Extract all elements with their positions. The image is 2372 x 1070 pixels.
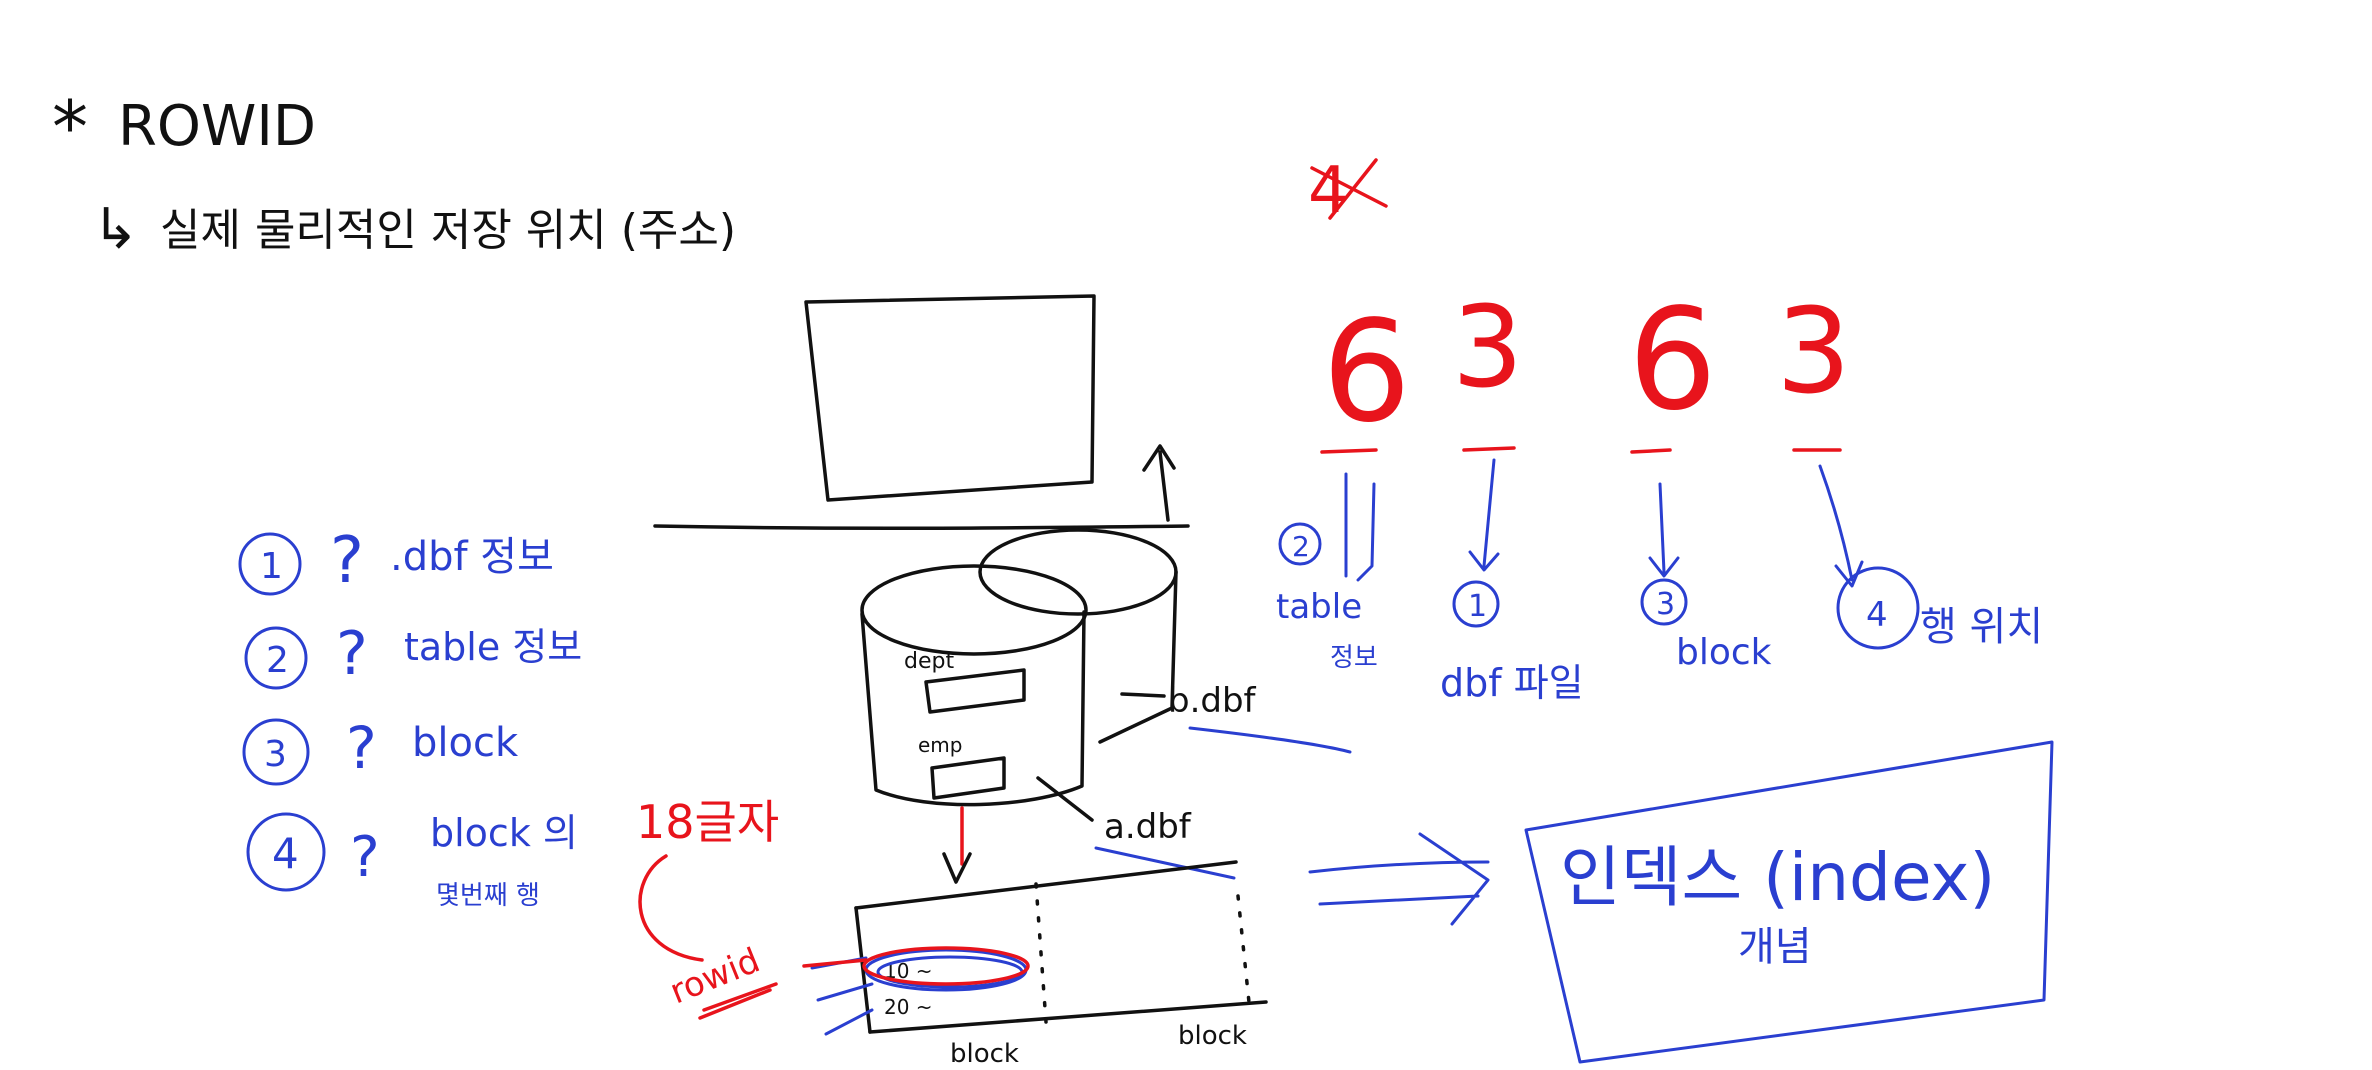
index-box-sub: 개념 — [1738, 924, 1812, 970]
red-digit-4: 3 — [1776, 282, 1851, 420]
rowid-label: rowid — [664, 940, 765, 1012]
legend-item-1-num: 1 — [260, 546, 283, 587]
red-digit-1: 6 — [1322, 291, 1411, 454]
back-cylinder-side — [1098, 570, 1178, 744]
legend-num-circle — [244, 626, 308, 690]
meaning-arrow-4 — [1818, 464, 1864, 588]
subtitle: ↳ 실제 물리적인 저장 위치 (주소) — [92, 197, 736, 262]
file-labels: b.dbf a.dbf — [1094, 681, 1352, 880]
red-digit-2: 3 — [1452, 283, 1523, 413]
a-dbf-label: a.dbf — [1104, 807, 1192, 847]
rowid-length: 18글자 — [636, 795, 779, 849]
rowid-curve — [638, 854, 704, 962]
legend-num-circle — [242, 718, 310, 786]
digit-underline-1 — [1320, 448, 1378, 454]
row-highlight-red — [862, 946, 1030, 986]
meaning-3-circle — [1640, 578, 1688, 626]
meaning-4-circle — [1836, 566, 1920, 650]
subtitle-text: 실제 물리적인 저장 위치 (주소) — [160, 205, 736, 256]
rowid-pointer — [802, 958, 868, 968]
page-title: ROWID — [118, 94, 316, 159]
meaning-3-text: block — [1676, 632, 1772, 673]
dept-table-box — [924, 668, 1026, 714]
back-cylinder-top — [978, 528, 1178, 616]
legend-item-3-num: 3 — [264, 734, 287, 775]
block-bottom-edge — [868, 1000, 1268, 1034]
front-cylinder-side — [860, 610, 1086, 807]
index-concept: 인덱스 (index) 개념 — [1308, 740, 2054, 1064]
meaning-1-num: 2 — [1292, 530, 1310, 563]
meaning-2-text: dbf 파일 — [1440, 661, 1584, 705]
front-cylinder-top — [860, 564, 1088, 656]
legend-list: 1 ? .dbf 정보 2 ? block table 정보 3 ? block… — [238, 524, 582, 911]
block-label-1: block — [950, 1039, 1019, 1069]
legend-item-1-mark: ? — [330, 524, 364, 598]
meaning-1-circle — [1278, 522, 1322, 566]
legend-item-2-mark: ? — [336, 619, 368, 689]
meaning-4-num: 4 — [1866, 595, 1888, 635]
meaning-arrow-1 — [1344, 472, 1376, 582]
legend-item-4-text: block 의 — [430, 811, 578, 855]
block-top-edge — [854, 860, 1238, 910]
legend-item-1-text: .dbf 정보 — [390, 534, 554, 580]
block-divider-1 — [1034, 882, 1048, 1024]
meaning-4-text: 행 위치 — [1920, 604, 2043, 650]
emp-label: emp — [918, 733, 962, 757]
rowid-note: 18글자 rowid — [636, 795, 868, 1020]
meaning-2-num: 1 — [1468, 589, 1487, 624]
legend-item-2-num: 2 — [266, 640, 289, 681]
meaning-arrow-2 — [1468, 458, 1500, 572]
rowid-digit-breakdown: 4 6 3 6 3 — [1308, 154, 1851, 454]
legend-item-3-text: block — [412, 720, 519, 766]
b-dbf-underline — [1188, 726, 1352, 754]
emp-table-box — [930, 756, 1006, 800]
red-digit-3: 6 — [1628, 279, 1717, 442]
crossed-digit: 4 — [1308, 154, 1349, 228]
cross-out-mark — [1310, 158, 1388, 220]
return-arrow-icon: ↳ — [92, 197, 139, 262]
legend-item-4-subtext: 몇번째 행 — [436, 881, 540, 911]
heading: * ROWID — [52, 85, 316, 169]
screen-divider-line — [653, 524, 1190, 531]
a-dbf-leader-line — [1036, 776, 1094, 822]
legend-item-4-mark: ? — [350, 825, 380, 890]
double-arrow-icon — [1308, 832, 1490, 926]
legend-num-circle — [238, 532, 302, 596]
block-label-2: block — [1178, 1021, 1247, 1051]
index-box — [1524, 740, 2054, 1064]
screen-frame — [804, 294, 1096, 502]
a-dbf-underline — [1094, 846, 1236, 880]
legend-num-circle — [246, 812, 326, 892]
block-storage: 10 ~ 20 ~ block block — [810, 806, 1268, 1069]
b-dbf-leader-line — [1120, 692, 1166, 698]
digit-underline-3 — [1630, 448, 1672, 454]
down-arrow-icon — [942, 852, 972, 884]
meaning-arrow-3 — [1648, 482, 1680, 578]
digit-underline-2 — [1462, 446, 1516, 452]
legend-item-2-text-visible: table 정보 — [404, 625, 582, 669]
index-box-text: 인덱스 (index) — [1560, 839, 1995, 916]
dept-label: dept — [904, 649, 954, 674]
rowid-scribble — [698, 982, 778, 1020]
legend-item-4-num: 4 — [272, 829, 299, 878]
b-dbf-label: b.dbf — [1168, 681, 1257, 721]
meaning-1-text: table — [1276, 587, 1362, 627]
meaning-1-sub: 정보 — [1330, 643, 1378, 673]
screen-sketch — [653, 294, 1190, 531]
meaning-2-circle — [1452, 580, 1500, 628]
star-mark: * — [52, 85, 88, 169]
digit-meanings: 2 table 정보 1 dbf 파일 3 block 4 행 위치 — [1276, 458, 2043, 705]
block-divider-2 — [1236, 894, 1252, 1014]
block-row-2: 20 ~ — [884, 995, 933, 1019]
meaning-3-num: 3 — [1656, 587, 1675, 622]
database-cylinders: dept emp — [860, 528, 1178, 822]
up-arrow-icon — [1142, 444, 1176, 522]
legend-item-3-mark: ? — [346, 714, 377, 782]
